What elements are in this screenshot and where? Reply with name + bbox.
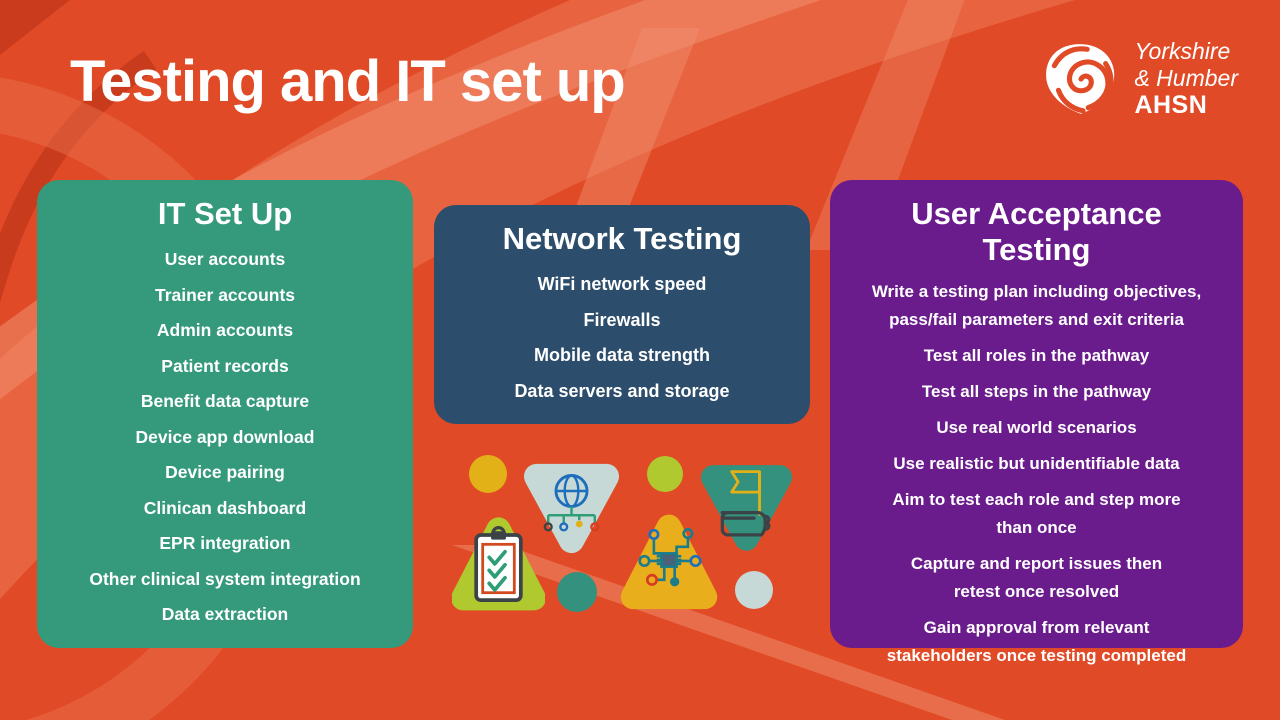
accent-circle-teal [557, 572, 597, 612]
logo: Yorkshire & Humber AHSN [1040, 38, 1238, 119]
globe-network-icon [543, 474, 600, 532]
clipboard-checklist-icon [474, 526, 523, 602]
logo-line1: Yorkshire [1134, 38, 1231, 64]
list-item: WiFi network speed [537, 274, 707, 294]
list-item: Test all steps in the pathway [921, 382, 1152, 401]
list-item: Clinican dashboard [143, 497, 307, 518]
list-item: Data extraction [161, 604, 289, 624]
logo-line3: AHSN [1134, 91, 1208, 119]
accent-circle-grey [735, 571, 773, 609]
icon-cluster [440, 440, 810, 645]
list-item: Trainer accounts [154, 284, 296, 305]
uat-title: User Acceptance Testing [911, 196, 1162, 267]
globe-network-tile [523, 463, 620, 554]
page-title: Testing and IT set up [70, 49, 626, 114]
accent-circle-lime [647, 456, 683, 492]
network-testing-card: Network Testing WiFi network speed Firew… [434, 205, 810, 424]
list-item: Other clinical system integration [89, 568, 361, 589]
list-item: EPR integration [159, 533, 291, 553]
logo-text: Yorkshire & Humber AHSN [1134, 38, 1238, 119]
list-item: Gain approval from relevant stakeholders… [886, 618, 1187, 665]
list-item: Admin accounts [156, 320, 294, 340]
logo-line2: & Humber [1134, 65, 1238, 91]
clipboard-checklist-tile [452, 517, 545, 611]
list-item: Patient records [161, 355, 289, 376]
list-item: Test all roles in the pathway [923, 346, 1150, 365]
it-setup-title: IT Set Up [157, 196, 293, 231]
list-item: Device pairing [165, 462, 285, 482]
network-testing-title: Network Testing [502, 221, 742, 256]
flag-hand-icon [720, 470, 771, 537]
circuit-board-tile [620, 514, 718, 610]
list-item: Write a testing plan including objective… [871, 282, 1202, 329]
list-item: Firewalls [583, 309, 661, 330]
list-item: Data servers and storage [514, 380, 730, 401]
circuit-board-icon [638, 527, 702, 587]
uat-card: User Acceptance Testing Write a testing … [830, 180, 1243, 665]
it-setup-card: IT Set Up User accounts Trainer accounts… [37, 180, 413, 648]
yorkshire-rose-icon [1046, 43, 1115, 114]
list-item: Use real world scenarios [936, 418, 1137, 437]
list-item: Device app download [135, 426, 315, 447]
list-item: Mobile data strength [533, 345, 710, 365]
list-item: Capture and report issues then retest on… [910, 554, 1163, 601]
list-item: Use realistic but unidentifiable data [893, 454, 1180, 473]
list-item: User accounts [164, 249, 286, 269]
flag-hand-tile [700, 465, 793, 551]
list-item: Benefit data capture [140, 391, 310, 411]
accent-circle-yellow [469, 455, 507, 493]
list-item: Aim to test each role and step more than… [892, 490, 1181, 537]
